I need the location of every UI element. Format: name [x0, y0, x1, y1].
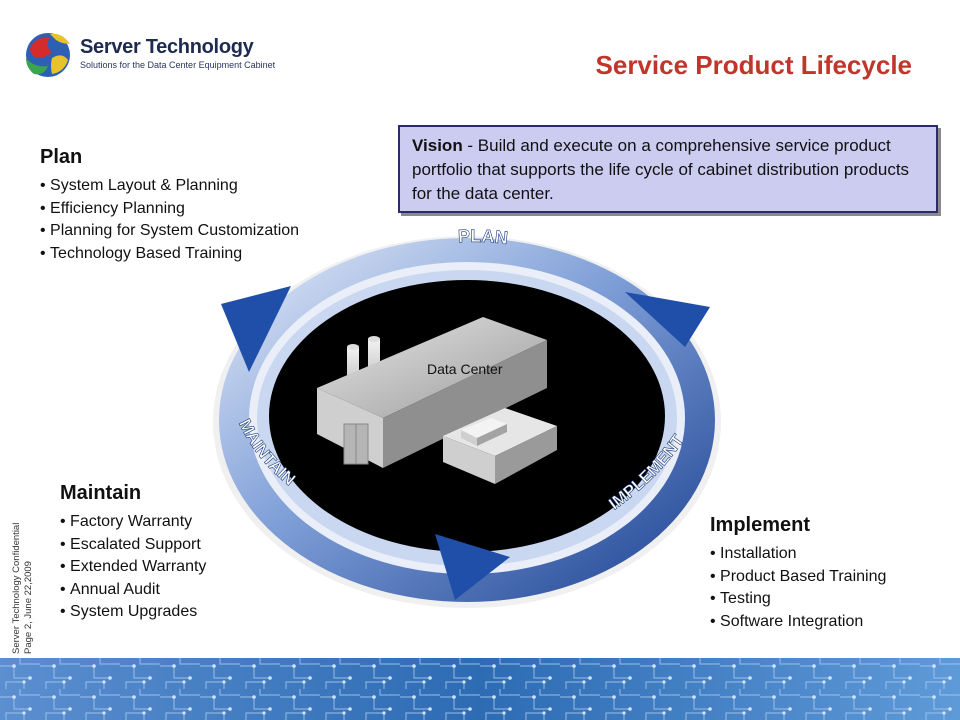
implement-item: Installation: [710, 543, 886, 566]
implement-item: Software Integration: [710, 611, 886, 634]
arrow-head-maintain: [221, 286, 291, 372]
maintain-item: Escalated Support: [60, 534, 206, 557]
plan-heading: Plan: [40, 146, 83, 168]
implement-heading: Implement: [710, 514, 811, 536]
confidential-text: Server Technology Confidential: [11, 522, 22, 654]
arc-label-plan: PLAN: [458, 226, 509, 248]
company-logo: Server Technology Solutions for the Data…: [22, 28, 282, 82]
lifecycle-diagram: PLAN IMPLEMENT MAINTAIN Data Center: [213, 226, 721, 608]
implement-item: Testing: [710, 588, 886, 611]
maintain-item: Extended Warranty: [60, 556, 206, 579]
plan-item: Technology Based Training: [40, 243, 299, 266]
logo-tagline: Solutions for the Data Center Equipment …: [80, 60, 276, 70]
vision-label: Vision: [412, 136, 463, 155]
footer-circuit-band: [0, 658, 960, 720]
implement-list: Installation Product Based Training Test…: [710, 543, 886, 633]
confidential-note: Server Technology Confidential Page 2, J…: [11, 474, 35, 654]
plan-item: System Layout & Planning: [40, 175, 299, 198]
maintain-section: Maintain Factory Warranty Escalated Supp…: [60, 482, 206, 624]
maintain-heading: Maintain: [60, 482, 142, 504]
maintain-item: Factory Warranty: [60, 511, 206, 534]
maintain-item: System Upgrades: [60, 601, 206, 624]
plan-list: System Layout & Planning Efficiency Plan…: [40, 175, 299, 265]
globe-icon: [26, 33, 70, 77]
plan-section: Plan System Layout & Planning Efficiency…: [40, 146, 299, 265]
vision-box: Vision - Build and execute on a comprehe…: [398, 125, 938, 213]
arrow-head-plan: [625, 292, 710, 347]
plan-item: Efficiency Planning: [40, 198, 299, 221]
arrow-head-implement: [435, 534, 510, 600]
maintain-item: Annual Audit: [60, 579, 206, 602]
maintain-list: Factory Warranty Escalated Support Exten…: [60, 511, 206, 624]
data-center-building: [317, 317, 557, 484]
slide-title: Service Product Lifecycle: [595, 50, 912, 80]
implement-section: Implement Installation Product Based Tra…: [710, 514, 886, 633]
data-center-label: Data Center: [427, 361, 503, 377]
logo-name: Server Technology: [80, 36, 254, 58]
implement-item: Product Based Training: [710, 566, 886, 589]
page-info: Page 2, June 22,2009: [23, 561, 34, 654]
plan-item: Planning for System Customization: [40, 220, 299, 243]
vision-text: - Build and execute on a comprehensive s…: [412, 136, 910, 203]
